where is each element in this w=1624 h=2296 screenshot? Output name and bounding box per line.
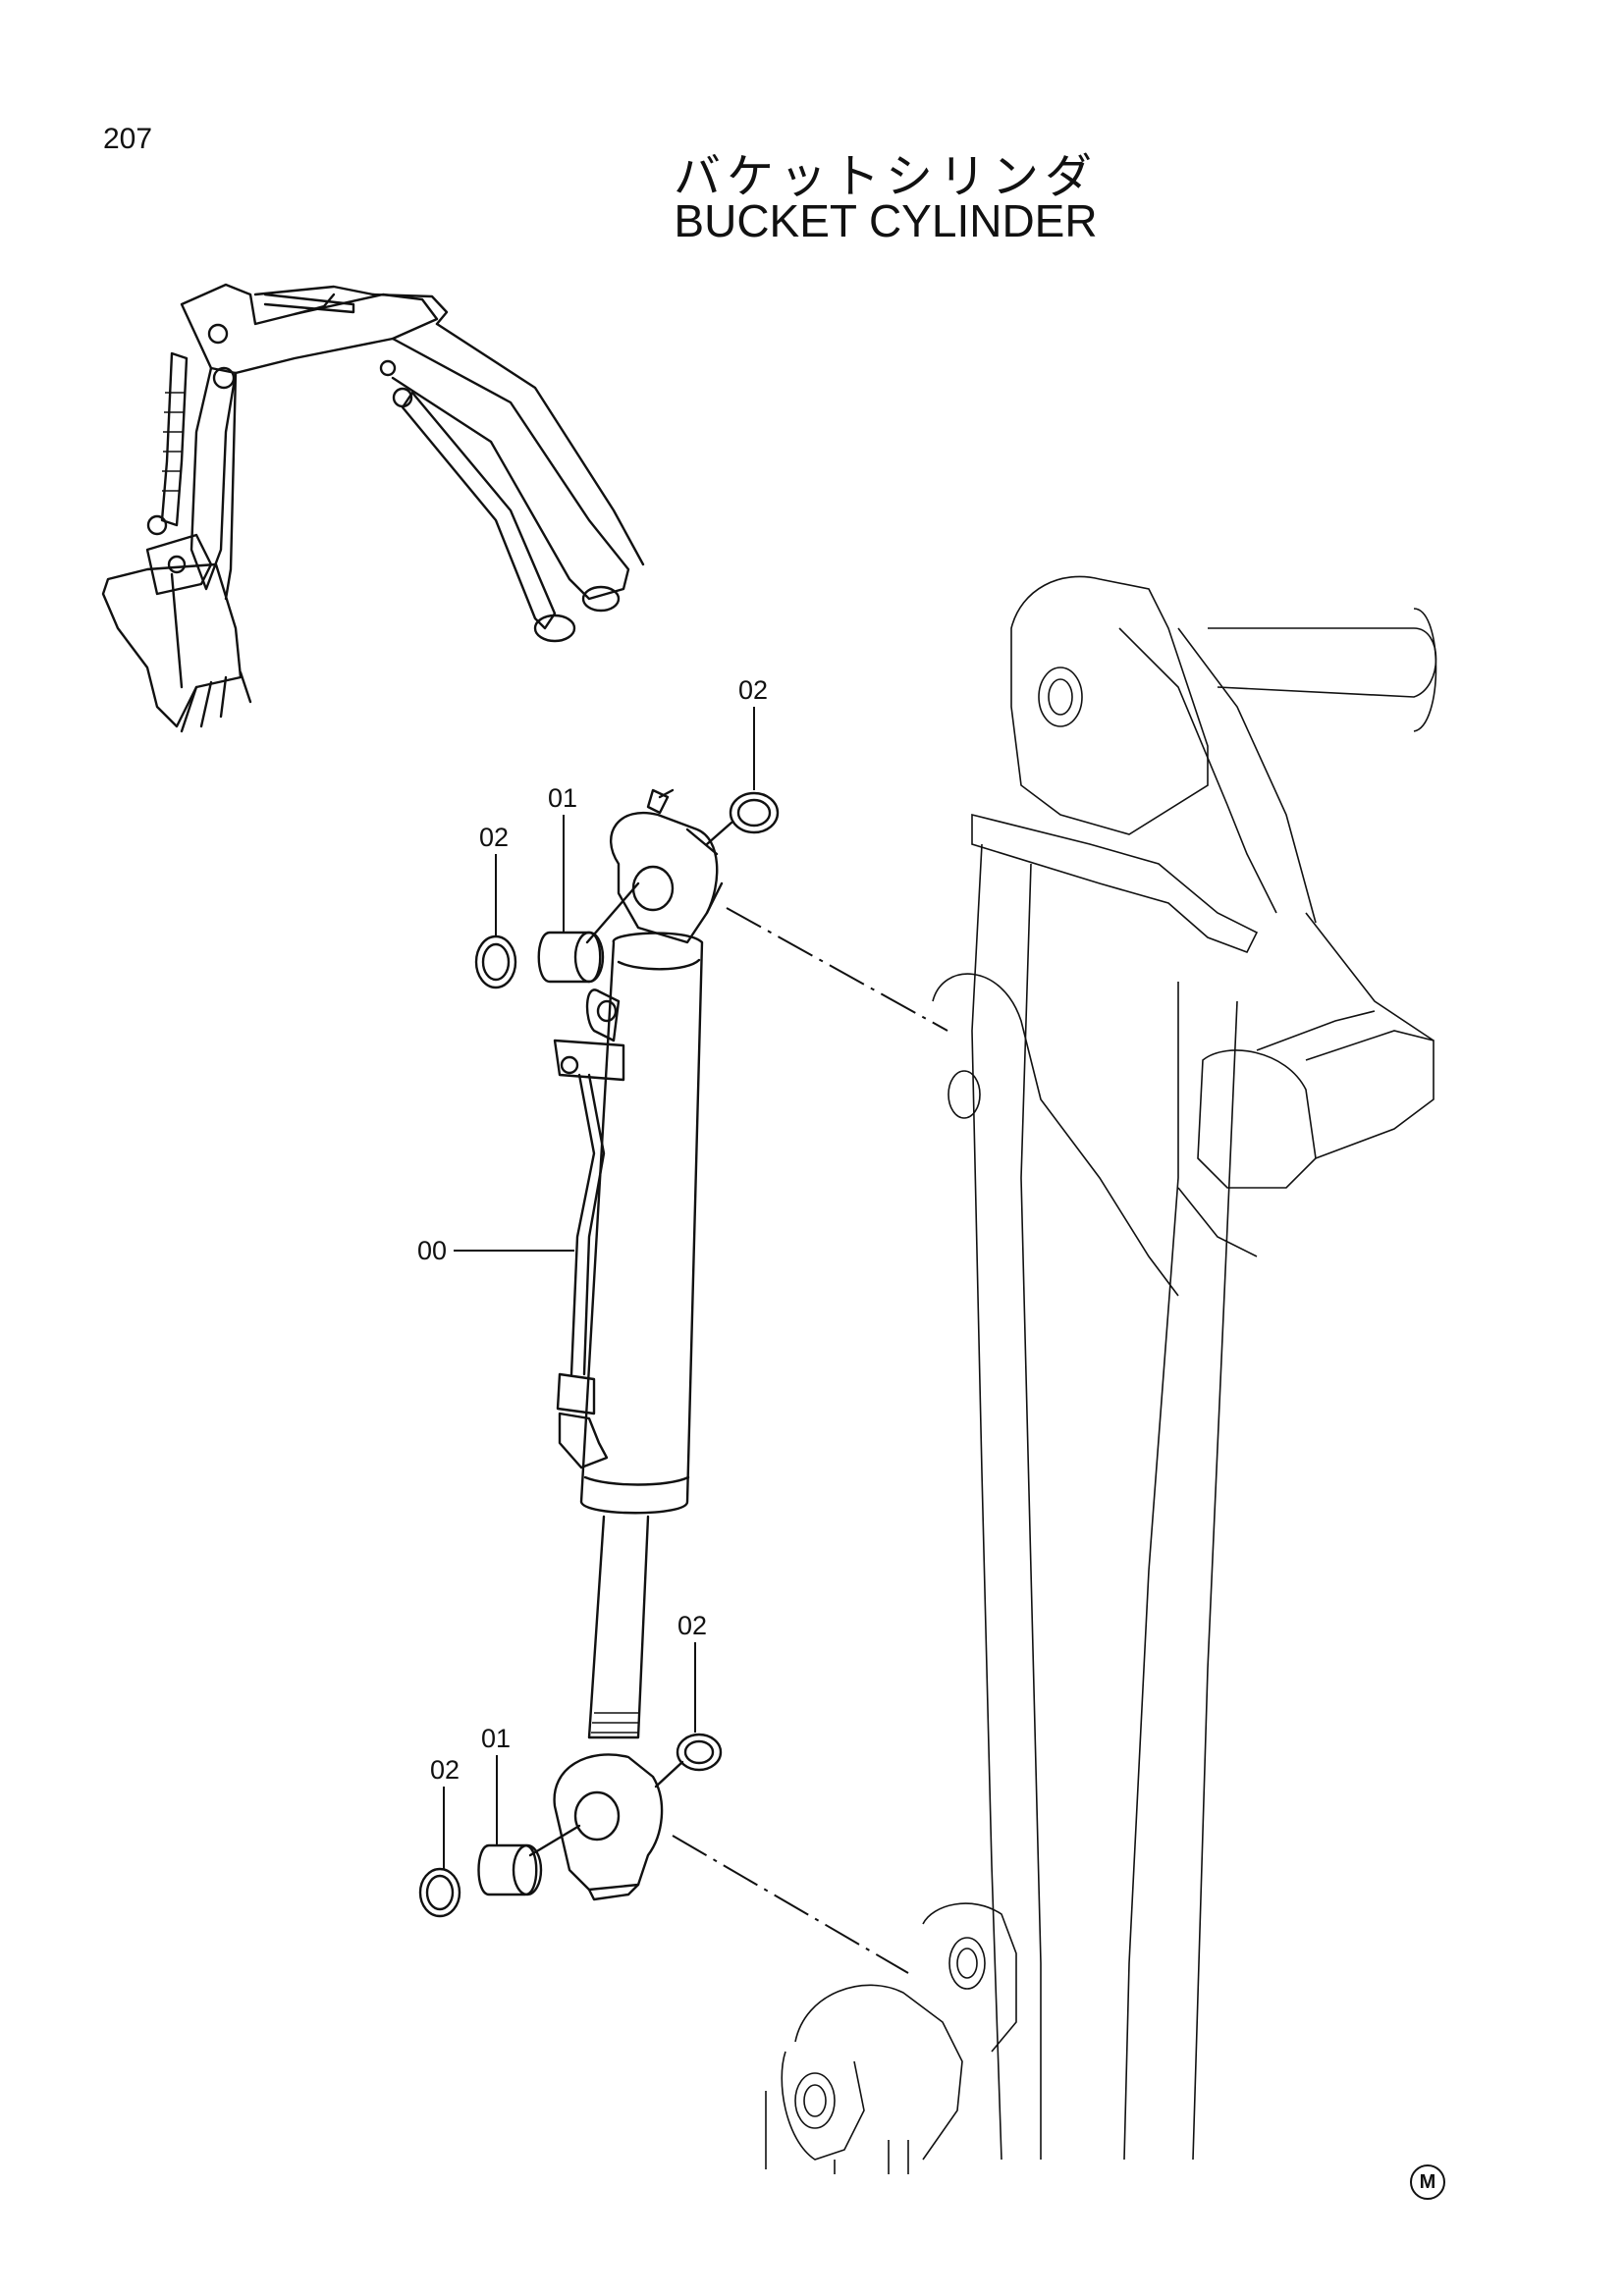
svg-text:01: 01 [481, 1724, 511, 1753]
callout-top-bushing[interactable]: 01 [548, 783, 577, 933]
centerline-rod-pin [672, 1835, 909, 1974]
page-number: 207 [103, 123, 153, 155]
svg-text:02: 02 [738, 675, 768, 705]
callout-cylinder-assembly[interactable]: 00 [417, 1236, 574, 1265]
svg-text:02: 02 [430, 1755, 460, 1785]
overview-excavator-arm [101, 283, 645, 733]
svg-text:02: 02 [479, 823, 509, 852]
manufacturer-mark: M [1410, 2164, 1445, 2200]
svg-text:02: 02 [677, 1611, 707, 1640]
callout-bottom-bushing[interactable]: 01 [481, 1724, 511, 1845]
callout-bottom-right-seal[interactable]: 02 [677, 1611, 707, 1733]
callout-top-right-seal[interactable]: 02 [738, 675, 768, 790]
centerline-head-pin [726, 907, 948, 1032]
callout-bottom-left-seal[interactable]: 02 [430, 1755, 460, 1870]
title-english: BUCKET CYLINDER [674, 195, 1098, 246]
svg-text:00: 00 [417, 1236, 447, 1265]
svg-text:01: 01 [548, 783, 577, 813]
callout-top-left-seal[interactable]: 02 [479, 823, 509, 937]
bucket-cylinder-assembly [418, 788, 780, 1918]
arm-structure [765, 575, 1437, 2174]
title-japanese: バケットシリンダ [673, 149, 1098, 204]
